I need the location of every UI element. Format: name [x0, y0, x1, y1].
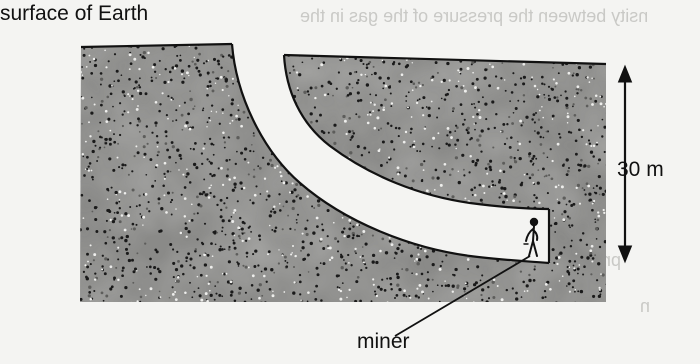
surface-label: surface of Earth: [0, 2, 148, 26]
depth-label: 30 m: [617, 158, 664, 182]
miner-label: miner: [357, 330, 410, 354]
rock-stipple: [70, 40, 615, 310]
miner-figure-icon: [524, 219, 537, 256]
rock-fill: [70, 40, 615, 310]
